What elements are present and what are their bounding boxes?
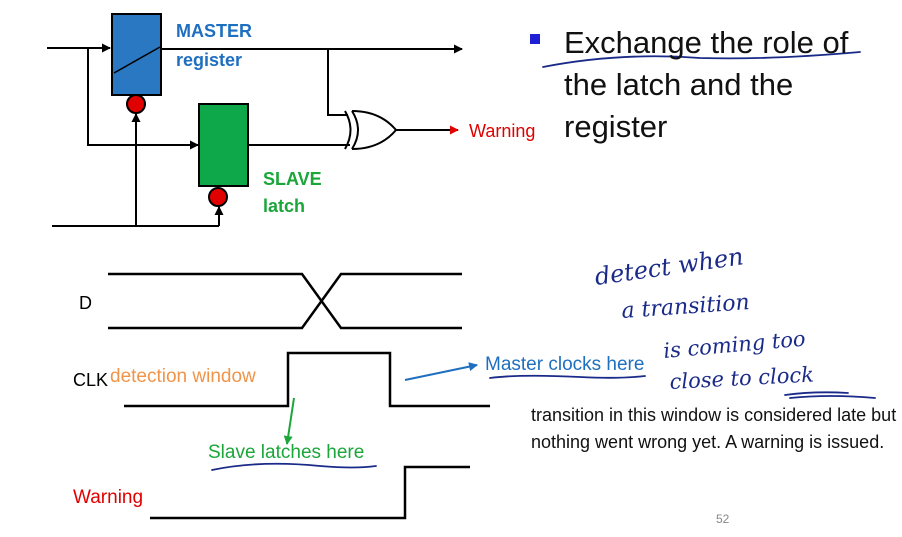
master-clock-bubble	[126, 94, 146, 114]
master-clocks-label: Master clocks here	[485, 354, 645, 375]
d-input-wire	[47, 43, 199, 150]
master-register-block	[111, 13, 162, 96]
master-clocks-arrow	[404, 362, 478, 381]
underline-clocks-here	[489, 374, 646, 379]
warning-signal-label: Warning	[73, 487, 144, 508]
slave-latches-label: Slave latches here	[208, 442, 365, 463]
clk-waveform	[124, 351, 490, 408]
d-signal-label: D	[79, 293, 92, 313]
warning-waveform	[150, 465, 470, 520]
handwriting-line1: detect when	[593, 242, 745, 291]
bullet-text: Exchange the role of the latch and the r…	[564, 25, 849, 144]
master-register-symbol	[113, 46, 161, 74]
handwriting-line2: a transition	[621, 290, 751, 324]
page-number: 52	[716, 512, 730, 526]
slave-label-line2: latch	[263, 196, 306, 216]
slave-latches-arrow	[283, 397, 295, 445]
underline-to-clock	[784, 391, 849, 396]
explanation-note: transition in this window is considered …	[531, 405, 897, 452]
master-label-line2: register	[176, 50, 243, 70]
master-output-wire	[161, 44, 463, 116]
warning-output-label: Warning	[469, 121, 536, 141]
underline-considered	[789, 395, 876, 399]
detection-window-label: detection window	[110, 366, 256, 387]
underline-exchange	[542, 51, 861, 68]
handwriting-line3: is coming too	[662, 327, 806, 363]
handwritten-annotations	[211, 51, 876, 471]
bullet-square-icon	[530, 34, 540, 44]
slave-clock-bubble	[208, 187, 228, 207]
master-label-line1: MASTER	[176, 21, 252, 41]
clock-wire	[52, 113, 224, 227]
clk-signal-label: CLK	[73, 370, 109, 390]
handwriting-line4: close to clock	[669, 362, 814, 394]
slave-latch-block	[198, 103, 249, 187]
slave-label-line1: SLAVE	[263, 169, 322, 189]
underline-slave-latches	[211, 462, 377, 471]
d-waveform	[108, 272, 462, 330]
xor-gate	[344, 110, 398, 150]
